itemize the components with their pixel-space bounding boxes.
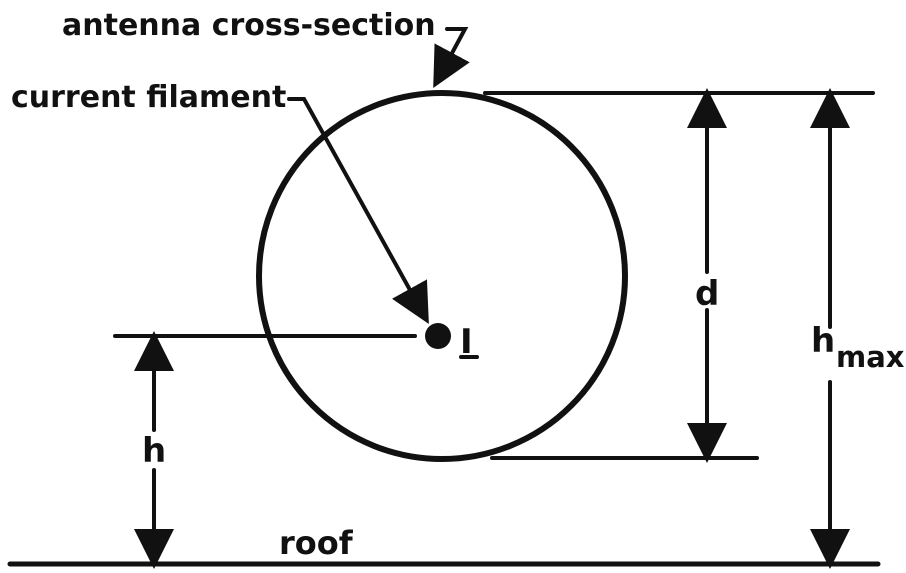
antenna-cross-section-label: antenna cross-section — [62, 8, 436, 43]
current-filament-label: current filament — [11, 80, 286, 115]
d-label: d — [695, 274, 719, 314]
antenna-cross-section-leader — [433, 27, 470, 89]
antenna-cross-section-circle — [256, 90, 628, 462]
current-symbol-label: I — [460, 322, 473, 362]
hmax-label-base: h — [811, 321, 835, 361]
h-label: h — [142, 431, 166, 471]
current-filament-dot — [425, 323, 451, 349]
roof-label: roof — [279, 524, 354, 562]
hmax-label-subscript: max — [836, 340, 905, 374]
current-filament-leader — [287, 97, 429, 324]
